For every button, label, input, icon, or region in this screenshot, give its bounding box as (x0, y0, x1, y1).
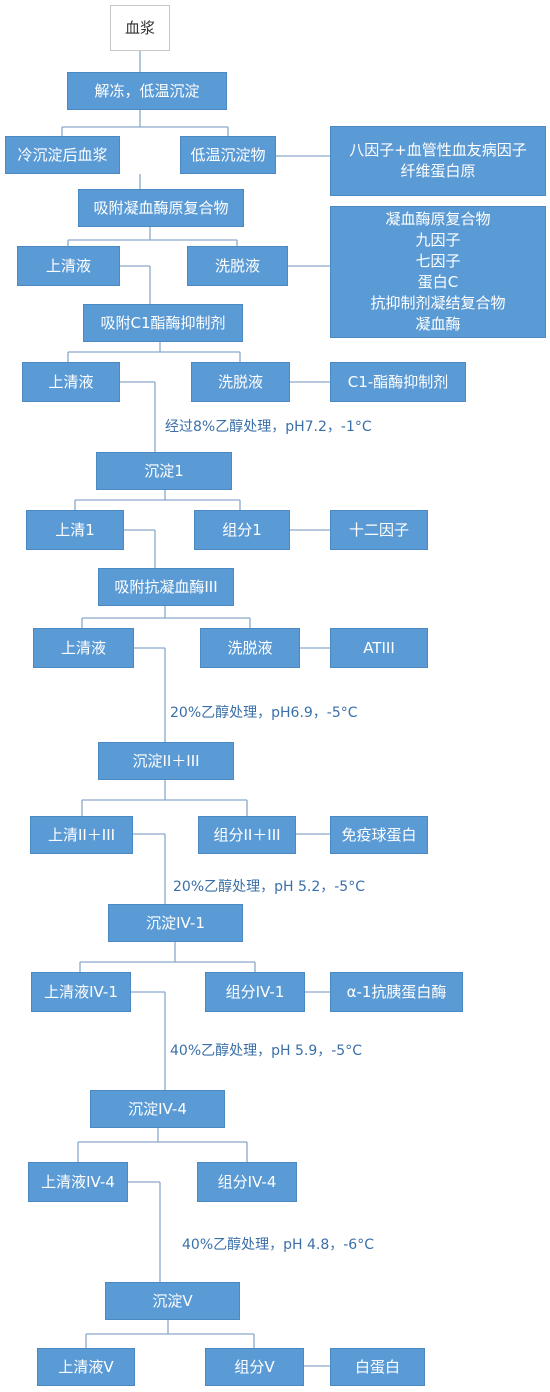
node-eluate-2: 洗脱液 (191, 362, 290, 402)
node-supernatant-4: 上清液 (33, 628, 134, 668)
node-eluate-1-label: 洗脱液 (214, 256, 260, 275)
node-immunoglobulin-label: 免疫球蛋白 (341, 825, 417, 844)
node-fraction-4-1: 组分IV-1 (205, 972, 305, 1012)
node-adsorb-prothrombin-label: 吸附凝血酶原复合物 (93, 198, 229, 217)
node-supernatant-3-label: 上清1 (55, 520, 95, 539)
eluate-product-item: 九因子 (415, 231, 461, 249)
node-albumin: 白蛋白 (330, 1348, 425, 1386)
node-supernatant-1-label: 上清液 (45, 256, 91, 275)
node-supernatant-4-4-label: 上清液IV-4 (41, 1172, 115, 1191)
node-eluate-3-label: 洗脱液 (227, 638, 273, 657)
node-fraction-1-label: 组分1 (222, 520, 262, 539)
node-c1-product: C1-酯酶抑制剂 (330, 362, 466, 402)
cryo-product-item: 八因子+血管性血友病因子 (349, 141, 527, 159)
node-fraction-4-4: 组分IV-4 (197, 1162, 297, 1202)
node-post-cryo-plasma: 冷沉淀后血浆 (5, 136, 120, 174)
node-supernatant-2-3-label: 上清II＋III (47, 825, 116, 844)
node-supernatant-4-1-label: 上清液IV-1 (44, 982, 118, 1001)
node-thaw: 解冻，低温沉淀 (67, 72, 227, 110)
node-supernatant-5: 上清液V (37, 1348, 135, 1386)
node-precip-5-label: 沉淀V (152, 1291, 193, 1310)
node-fraction-2-3-label: 组分II＋III (213, 825, 281, 844)
condition-step5: 40%乙醇处理，pH 4.8，-6°C (182, 1237, 374, 1253)
node-atiii-product: ATIII (330, 628, 428, 668)
node-precip-4-4-label: 沉淀IV-4 (128, 1099, 187, 1118)
node-supernatant-4-4: 上清液IV-4 (28, 1162, 128, 1202)
node-adsorb-atiii-label: 吸附抗凝血酶III (114, 577, 218, 596)
node-supernatant-3: 上清1 (26, 510, 124, 550)
node-precip-1: 沉淀1 (96, 452, 232, 490)
node-adsorb-c1: 吸附C1酯酶抑制剂 (83, 304, 243, 342)
node-precip-5: 沉淀V (105, 1282, 240, 1320)
node-precip-4-1-label: 沉淀IV-1 (146, 913, 205, 932)
node-albumin-label: 白蛋白 (354, 1357, 400, 1376)
node-supernatant-2-label: 上清液 (48, 372, 94, 391)
node-cryoprecipitate-label: 低温沉淀物 (190, 145, 266, 164)
node-supernatant-5-label: 上清液V (58, 1357, 114, 1376)
condition-step2: 20%乙醇处理，pH6.9，-5°C (170, 705, 358, 721)
node-atiii-product-label: ATIII (363, 638, 395, 657)
node-fraction-5: 组分V (205, 1348, 304, 1386)
node-fraction-4-1-label: 组分IV-1 (225, 982, 285, 1001)
node-c1-product-label: C1-酯酶抑制剂 (347, 372, 449, 391)
node-plasma: 血浆 (110, 5, 170, 51)
node-cryoprecipitate: 低温沉淀物 (180, 136, 276, 174)
node-precip-2-3: 沉淀II＋III (98, 742, 234, 780)
eluate-product-item: 凝血酶原复合物 (385, 210, 491, 228)
eluate-product-item: 凝血酶 (415, 315, 461, 333)
node-supernatant-1: 上清液 (17, 246, 120, 286)
node-alpha1-product-label: α-1抗胰蛋白酶 (346, 982, 447, 1001)
node-supernatant-2-3: 上清II＋III (30, 816, 133, 854)
condition-step1: 经过8%乙醇处理，pH7.2，-1°C (165, 419, 372, 435)
node-precip-4-4: 沉淀IV-4 (90, 1090, 225, 1128)
node-post-cryo-plasma-label: 冷沉淀后血浆 (17, 145, 108, 164)
node-fraction-1: 组分1 (194, 510, 290, 550)
node-supernatant-4-label: 上清液 (60, 638, 106, 657)
node-fraction-5-label: 组分V (234, 1357, 275, 1376)
cryo-product-item: 纤维蛋白原 (400, 162, 476, 180)
node-cryo-products: 八因子+血管性血友病因子 纤维蛋白原 (330, 126, 546, 196)
node-alpha1-product: α-1抗胰蛋白酶 (330, 972, 463, 1012)
eluate-product-item: 抗抑制剂凝结复合物 (370, 294, 506, 312)
condition-step3: 20%乙醇处理，pH 5.2，-5°C (173, 879, 365, 895)
eluate-product-item: 蛋白C (417, 273, 459, 291)
node-adsorb-c1-label: 吸附C1酯酶抑制剂 (100, 313, 226, 332)
node-factor-xii: 十二因子 (330, 510, 428, 550)
node-fraction-2-3: 组分II＋III (198, 816, 296, 854)
node-precip-1-label: 沉淀1 (144, 461, 184, 480)
node-eluate-3: 洗脱液 (200, 628, 300, 668)
node-eluate-2-label: 洗脱液 (217, 372, 263, 391)
node-thaw-label: 解冻，低温沉淀 (94, 81, 200, 100)
node-precip-4-1: 沉淀IV-1 (108, 904, 243, 942)
node-eluate-1: 洗脱液 (187, 246, 288, 286)
node-adsorb-atiii: 吸附抗凝血酶III (98, 568, 234, 606)
condition-step4: 40%乙醇处理，pH 5.9，-5°C (170, 1043, 362, 1059)
node-precip-2-3-label: 沉淀II＋III (132, 751, 200, 770)
node-plasma-label: 血浆 (124, 18, 155, 37)
node-fraction-4-4-label: 组分IV-4 (217, 1172, 277, 1191)
node-supernatant-4-1: 上清液IV-1 (31, 972, 131, 1012)
node-adsorb-prothrombin: 吸附凝血酶原复合物 (78, 189, 244, 227)
node-factor-xii-label: 十二因子 (348, 520, 409, 539)
node-eluate-1-products: 凝血酶原复合物 九因子 七因子 蛋白C 抗抑制剂凝结复合物 凝血酶 (330, 206, 546, 338)
eluate-product-item: 七因子 (415, 252, 461, 270)
node-immunoglobulin: 免疫球蛋白 (330, 816, 428, 854)
node-supernatant-2: 上清液 (22, 362, 120, 402)
